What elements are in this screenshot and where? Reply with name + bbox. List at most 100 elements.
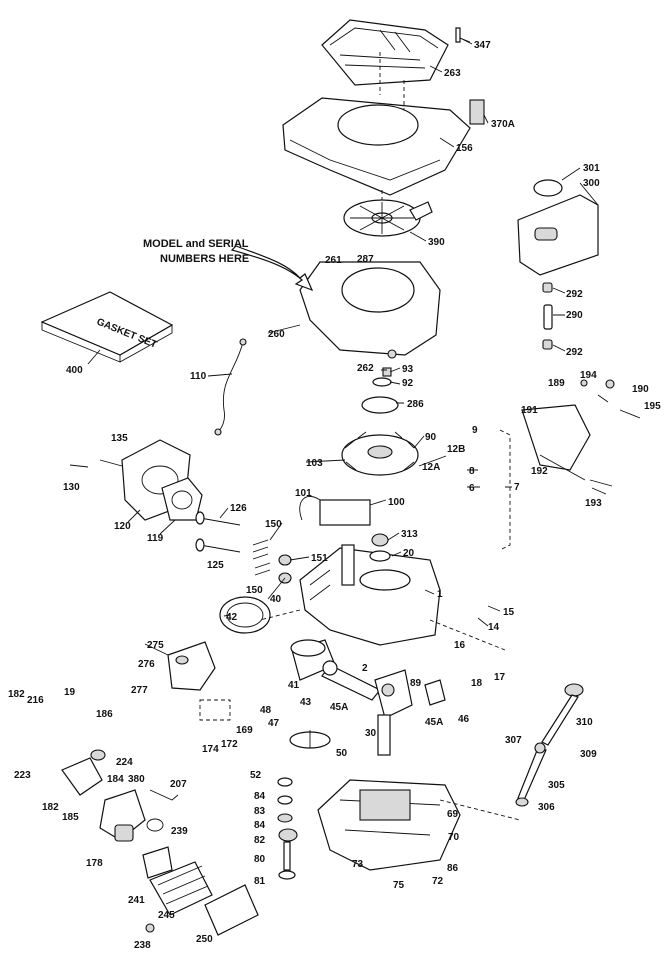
decal-370A — [469, 99, 485, 125]
gasket-set-400: GASKET SET — [40, 291, 174, 363]
part-label-46: 46 — [458, 714, 470, 725]
part-label-17: 17 — [494, 672, 506, 683]
part-label-30: 30 — [365, 728, 377, 739]
part-label-292-lower: 292 — [566, 347, 583, 358]
part-label-192: 192 — [531, 466, 548, 477]
part-label-370A: 370A — [491, 119, 515, 130]
part-label-275: 275 — [147, 640, 164, 651]
governor-linkage — [521, 379, 641, 495]
part-label-150-lower: 150 — [246, 585, 263, 596]
part-label-313: 313 — [401, 529, 418, 540]
part-label-207: 207 — [170, 779, 187, 790]
fuel-line-parts — [542, 282, 553, 350]
leader-lines — [87, 37, 599, 656]
annotation-line-2: NUMBERS HERE — [160, 253, 249, 265]
fuel-tank — [517, 179, 599, 276]
part-label-189: 189 — [548, 378, 565, 389]
piston-rings-42 — [219, 596, 271, 634]
part-label-6: 6 — [469, 483, 475, 494]
part-label-75: 75 — [393, 880, 405, 891]
sump-base-69 — [317, 779, 461, 871]
crankshaft-30 — [374, 669, 413, 756]
part-label-48: 48 — [260, 705, 272, 716]
piston-41 — [290, 639, 336, 681]
air-filter-parts — [142, 846, 259, 936]
part-label-262: 262 — [357, 363, 374, 374]
part-label-390: 390 — [428, 237, 445, 248]
muffler-275 — [167, 641, 216, 691]
part-label-184: 184 — [107, 774, 124, 785]
part-label-182-lower: 182 — [42, 802, 59, 813]
part-label-84-upper: 84 — [254, 791, 266, 802]
part-label-92: 92 — [402, 378, 414, 389]
part-label-1: 1 — [437, 589, 443, 600]
flywheel-90 — [341, 431, 419, 476]
part-label-14: 14 — [488, 622, 500, 633]
part-label-194: 194 — [580, 370, 597, 381]
part-label-52: 52 — [250, 770, 262, 781]
part-label-347: 347 — [474, 40, 491, 51]
intake-manifold-223 — [61, 749, 106, 796]
part-label-103: 103 — [306, 458, 323, 469]
part-label-84-lower: 84 — [254, 820, 266, 831]
part-label-223: 223 — [14, 770, 31, 781]
part-label-16: 16 — [454, 640, 466, 651]
part-label-245: 245 — [158, 910, 175, 921]
part-label-156: 156 — [456, 143, 473, 154]
part-label-250: 250 — [196, 934, 213, 945]
part-label-69: 69 — [447, 809, 459, 820]
part-label-89: 89 — [410, 678, 422, 689]
part-label-7: 7 — [514, 482, 520, 493]
oil-fill-tube-310 — [515, 683, 584, 807]
part-label-287: 287 — [357, 254, 374, 265]
part-label-301: 301 — [583, 163, 600, 174]
part-label-2: 2 — [362, 663, 368, 674]
part-label-70: 70 — [448, 832, 460, 843]
part-label-174: 174 — [202, 744, 219, 755]
carburetor-380 — [99, 789, 179, 842]
part-label-47: 47 — [268, 718, 280, 729]
part-label-310: 310 — [576, 717, 593, 728]
part-label-182-upper: 182 — [8, 689, 25, 700]
part-label-193: 193 — [585, 498, 602, 509]
connecting-rod-47 — [321, 660, 381, 701]
part-label-9: 9 — [472, 425, 478, 436]
part-label-12A: 12A — [422, 462, 440, 473]
part-label-305: 305 — [548, 780, 565, 791]
part-label-238: 238 — [134, 940, 151, 951]
part-label-120: 120 — [114, 521, 131, 532]
part-label-110: 110 — [190, 371, 207, 382]
part-label-239: 239 — [171, 826, 188, 837]
part-label-150-upper: 150 — [265, 519, 282, 530]
part-label-80: 80 — [254, 854, 266, 865]
oil-pump-stack — [277, 777, 298, 880]
part-label-261: 261 — [325, 255, 342, 266]
model-serial-arrow — [230, 245, 314, 292]
part-label-15: 15 — [503, 607, 515, 618]
part-label-73: 73 — [352, 859, 364, 870]
crankcase-1 — [299, 544, 441, 646]
coil-100 — [299, 495, 371, 526]
part-label-400: 400 — [66, 365, 83, 376]
part-label-40: 40 — [270, 594, 282, 605]
part-label-224: 224 — [116, 757, 133, 768]
part-label-125: 125 — [207, 560, 224, 571]
part-label-12B: 12B — [447, 444, 465, 455]
part-label-126: 126 — [230, 503, 247, 514]
blower-housing-260 — [299, 261, 441, 359]
part-label-20: 20 — [403, 548, 415, 559]
part-label-86: 86 — [447, 863, 459, 874]
part-label-290: 290 — [566, 310, 583, 321]
part-label-19: 19 — [64, 687, 76, 698]
part-label-93: 93 — [402, 364, 414, 375]
part-label-43: 43 — [300, 697, 312, 708]
part-label-307: 307 — [505, 735, 522, 746]
part-label-286: 286 — [407, 399, 424, 410]
part-label-178: 178 — [86, 858, 103, 869]
part-label-191: 191 — [521, 405, 538, 416]
part-label-83: 83 — [254, 806, 266, 817]
head-gasket-119 — [161, 477, 203, 521]
part-label-8: 8 — [469, 466, 475, 477]
part-label-380: 380 — [128, 774, 145, 785]
